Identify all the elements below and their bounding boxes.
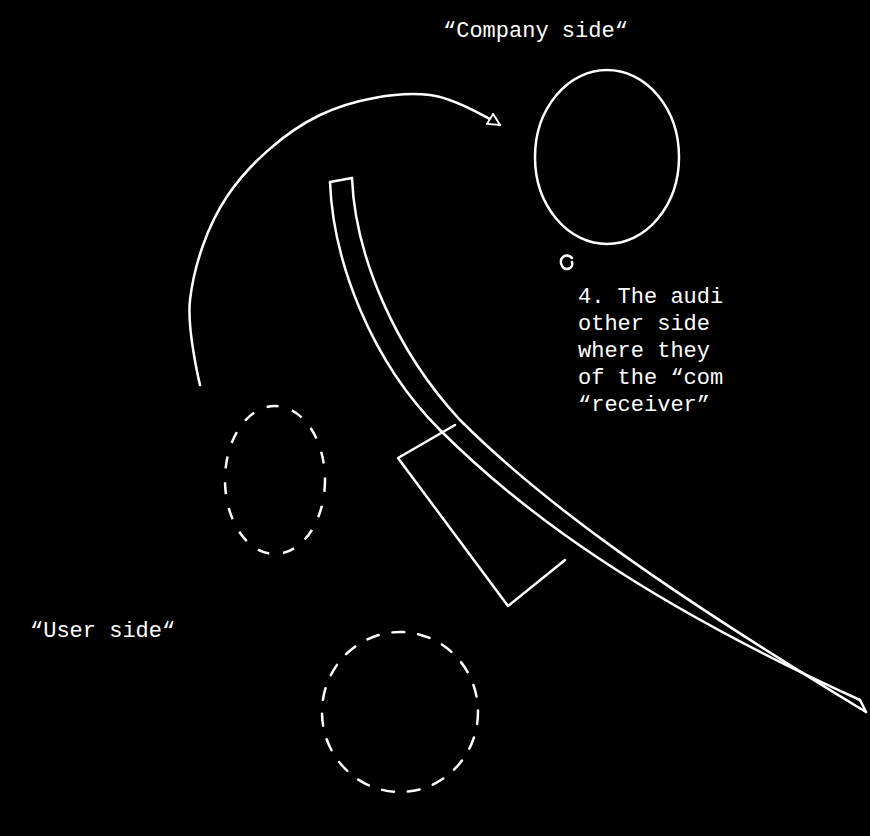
side-label: “User side“: [30, 618, 175, 645]
ribbon-outer-line: [330, 182, 860, 700]
dashed-user-circle: [322, 632, 478, 792]
small-circle: [561, 256, 572, 269]
ribbon-inner-line: [352, 178, 866, 712]
note-text: 4. The audi other side where they of the…: [578, 285, 723, 418]
user-circle: “User side“: [20, 385, 350, 660]
circle-outline: [20, 385, 350, 660]
circle-outline: [500, 65, 685, 250]
note-text: 4. The audi other side where they of the…: [578, 284, 729, 419]
flow-arrow: [189, 94, 500, 385]
circle-stroke: [535, 70, 679, 244]
handle-block: [398, 425, 565, 606]
ribbon-top-cap: [330, 178, 352, 182]
ribbon-end-cap: [860, 700, 866, 712]
side-label: “Company side“: [443, 18, 628, 45]
circle-stroke: [225, 406, 325, 554]
company-circle: “Company side“: [500, 65, 685, 250]
